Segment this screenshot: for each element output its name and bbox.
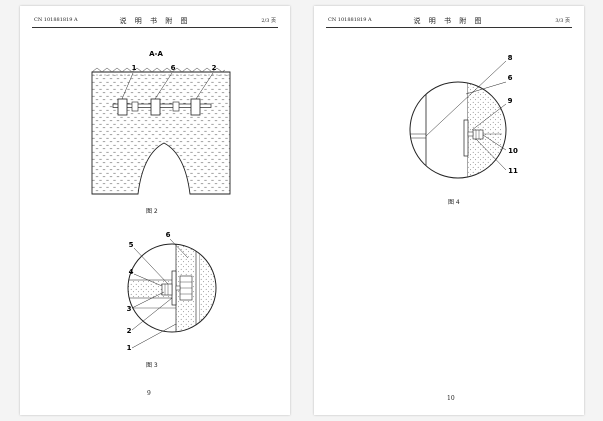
header-title: 说 明 书 附 图	[413, 17, 485, 25]
figure-3-label-4: 4	[129, 268, 134, 276]
right-page: CN 101881819 A 说 明 书 附 图 3/3 页	[314, 6, 584, 415]
figure-4-caption: 图 4	[448, 199, 460, 206]
figure-4-label-6: 6	[508, 74, 513, 82]
figure-2-label-1: 1	[132, 64, 137, 72]
sheet-number: 2/3 页	[261, 18, 276, 24]
figure-4-label-9: 9	[508, 97, 513, 105]
page-header: CN 101881819 A 说 明 书 附 图 2/3 页	[34, 16, 276, 28]
figure-3-drawing: 6 5 4 3 2 1	[127, 231, 217, 352]
figure-4-label-11: 11	[508, 167, 518, 175]
page-number: 9	[147, 390, 151, 397]
figure-2-drawing: A-A 1 6 2	[91, 50, 231, 195]
figure-2-label-6: 6	[171, 64, 176, 72]
header-rule	[326, 27, 572, 28]
figure-2-label-2: 2	[212, 64, 217, 72]
figure-4-label-10: 10	[508, 147, 518, 155]
page-header: CN 101881819 A 说 明 书 附 图 3/3 页	[328, 16, 570, 28]
left-page: CN 101881819 A 说 明 书 附 图 2/3 页 A-A 1 6 2…	[20, 6, 290, 415]
figure-4-drawing: 8 6 9 10 11	[409, 54, 518, 179]
figure-3-label-5: 5	[129, 241, 134, 249]
header-rule	[32, 27, 278, 28]
page-number: 10	[447, 395, 455, 402]
sheet-number: 3/3 页	[555, 18, 570, 24]
figure-3-label-3: 3	[127, 305, 132, 313]
patent-number: CN 101881819 A	[328, 17, 372, 23]
header-title: 说 明 书 附 图	[119, 17, 191, 25]
figure-4-label-8: 8	[508, 54, 513, 62]
section-label: A-A	[149, 50, 163, 58]
figure-3-label-6: 6	[166, 231, 171, 239]
figure-3-label-2: 2	[127, 327, 132, 335]
patent-number: CN 101881819 A	[34, 17, 78, 23]
figure-2-caption: 图 2	[146, 208, 158, 215]
figure-3-label-1: 1	[127, 344, 132, 352]
figure-3-caption: 图 3	[146, 362, 158, 369]
